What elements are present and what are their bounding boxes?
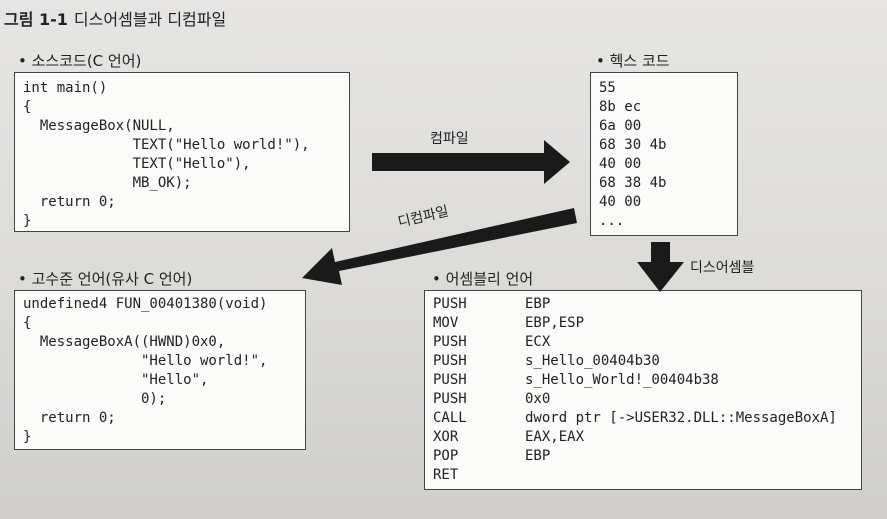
assembly-operand: s_Hello_00404b30	[525, 353, 660, 369]
assembly-opcode: PUSH	[433, 296, 467, 312]
assembly-row: RET	[433, 466, 853, 485]
assembly-row: POP EBP	[433, 447, 853, 466]
assembly-row: PUSH ECX	[433, 333, 853, 352]
assembly-operand: EBP	[525, 296, 551, 312]
hex-code-line: 68 38 4b	[599, 175, 667, 191]
hex-code-label: • 헥스 코드	[596, 52, 670, 70]
highlevel-code-line: {	[23, 315, 32, 331]
assembly-opcode: PUSH	[433, 353, 467, 369]
highlevel-code-line: "Hello",	[23, 372, 209, 388]
highlevel-code-line: MessageBoxA((HWND)0x0,	[23, 334, 226, 350]
hex-code-line: 40 00	[599, 156, 642, 172]
source-code-line: MB_OK);	[23, 175, 192, 191]
disassemble-arrow	[637, 242, 684, 292]
assembly-opcode: XOR	[433, 429, 459, 445]
assembly-opcode: RET	[433, 467, 459, 483]
hex-code-line: 68 30 4b	[599, 137, 667, 153]
decompile-arrow	[302, 208, 577, 285]
source-code-line: return 0;	[23, 194, 116, 210]
assembly-opcode: PUSH	[433, 334, 467, 350]
assembly-row: PUSH 0x0	[433, 390, 853, 409]
assembly-row: PUSH EBP	[433, 295, 853, 314]
assembly-operand: 0x0	[525, 391, 551, 407]
assembly-operand: EAX,EAX	[525, 429, 585, 445]
assembly-row: XOR EAX,EAX	[433, 428, 853, 447]
assembly-opcode: POP	[433, 448, 459, 464]
assembly-opcode: PUSH	[433, 391, 467, 407]
assembly-row: MOV EBP,ESP	[433, 314, 853, 333]
assembly-row: PUSH s_Hello_00404b30	[433, 352, 853, 371]
source-code-line: {	[23, 99, 32, 115]
assembly-code-box: PUSH EBP MOV EBP,ESP PUSH ECX PUSH s_Hello_0040…	[424, 290, 862, 490]
highlevel-code-line: undefined4 FUN_00401380(void)	[23, 296, 268, 312]
source-code-box: int main() { MessageBox(NULL, TEXT("Hello…	[14, 72, 350, 232]
figure-number: 그림 1-1	[4, 10, 68, 29]
assembly-row: CALL dword ptr [->USER32.DLL::MessageBoxA…	[433, 409, 853, 428]
assembly-opcode: CALL	[433, 410, 467, 426]
highlevel-label: • 고수준 언어(유사 C 언어)	[18, 270, 193, 288]
assembly-operand: EBP	[525, 448, 551, 464]
assembly-operand: dword ptr [->USER32.DLL::MessageBoxA]	[525, 410, 837, 426]
disassemble-label: 디스어셈블	[690, 260, 755, 276]
highlevel-code-line: }	[23, 429, 32, 445]
hex-code-box: 55 8b ec 6a 00 68 30 4b 40 00 68 38 4b 40 00..…	[590, 72, 738, 236]
source-code-line: MessageBox(NULL,	[23, 118, 175, 134]
highlevel-code-line: 0);	[23, 391, 167, 407]
assembly-row: PUSH s_Hello_World!_00404b38	[433, 371, 853, 390]
source-code-label: • 소스코드(C 언어)	[18, 52, 142, 70]
assembly-label: • 어셈블리 언어	[432, 270, 534, 288]
hex-code-line: 8b ec	[599, 99, 642, 115]
assembly-operand: s_Hello_World!_00404b38	[525, 372, 719, 388]
hex-code-line: ...	[599, 213, 625, 229]
source-code-line: TEXT("Hello"),	[23, 156, 251, 172]
assembly-opcode: PUSH	[433, 372, 467, 388]
figure-caption: 디스어셈블과 디컴파일	[73, 10, 227, 29]
assembly-operand: EBP,ESP	[525, 315, 585, 331]
source-code-line: TEXT("Hello world!"),	[23, 137, 310, 153]
hex-code-line: 55	[599, 80, 616, 96]
hex-code-line: 40 00	[599, 194, 642, 210]
assembly-opcode: MOV	[433, 315, 459, 331]
source-code-line: int main()	[23, 80, 108, 96]
compile-arrow	[372, 140, 570, 184]
figure-title: 그림 1-1 디스어셈블과 디컴파일	[4, 6, 226, 30]
highlevel-code-box: undefined4 FUN_00401380(void) { MessageBo…	[14, 290, 306, 450]
source-code-line: }	[23, 213, 32, 229]
hex-code-line: 6a 00	[599, 118, 642, 134]
assembly-operand: ECX	[525, 334, 551, 350]
compile-label: 컴파일	[430, 131, 469, 147]
highlevel-code-line: "Hello world!",	[23, 353, 268, 369]
highlevel-code-line: return 0;	[23, 410, 116, 426]
